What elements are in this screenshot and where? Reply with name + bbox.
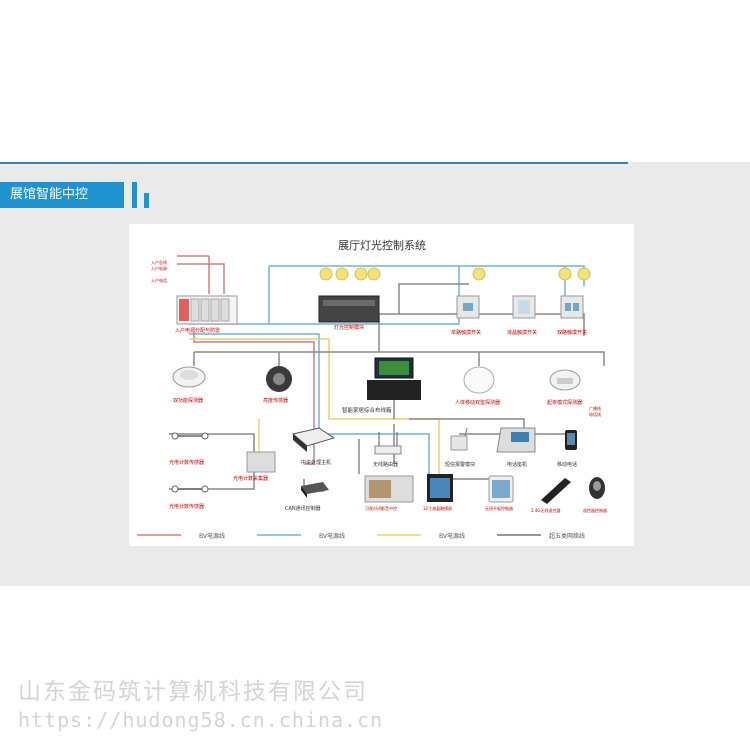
host-icon <box>291 427 336 452</box>
label-right-side-2: 电话线 <box>589 411 601 417</box>
url-watermark: https://hudong58.cn.china.cn <box>18 708 384 732</box>
key-fob-icon <box>589 477 605 499</box>
lighting-system-diagram: 展厅灯光控制系统 入户总 <box>129 224 634 546</box>
label-remote1: 2.4G无线遥控器 <box>531 507 560 513</box>
label-remote2: 遥控器控制器 <box>583 507 607 513</box>
beam-panel-icon <box>246 451 276 473</box>
label-central-box: 智能家居综合布线箱 <box>342 406 392 414</box>
label-switch-double: 双路触摸开关 <box>557 329 587 336</box>
label-brightness: 亮度传感器 <box>263 397 288 404</box>
remote-control-icon <box>541 478 571 504</box>
router-icon <box>374 432 402 455</box>
legend-label-2: BV电源线 <box>319 532 345 540</box>
smoke-detector-icon <box>172 366 206 388</box>
tab-accent-bar-small <box>144 193 149 208</box>
label-beam-1: 光电计数传感器 <box>169 459 204 466</box>
label-right-side-1: 广播线 <box>589 405 601 411</box>
legend-label-3: BV电源线 <box>439 532 465 540</box>
legend: BV电源线 BV电源线 BV电源线 超五类网络线 <box>137 532 585 540</box>
tab-accent-bar <box>132 182 137 208</box>
label-ipad: 无线平板控制器 <box>485 505 513 511</box>
label-switch-single: 单路触摸开关 <box>451 329 481 336</box>
label-pad12: 12寸液晶触摸屏 <box>423 505 452 511</box>
label-beam-2: 光电计数传感器 <box>169 503 204 510</box>
motion-detector-icon <box>463 366 495 394</box>
label-switch-lcd: 液晶触摸开关 <box>507 329 537 336</box>
central-box-icon <box>367 357 421 400</box>
label-curtain: 起夜模式探测器 <box>547 399 582 406</box>
phone-icon <box>496 427 536 453</box>
label-can: CAN通讯控制器 <box>285 505 321 512</box>
label-light-module: 灯光控制模块 <box>334 324 364 331</box>
diagram-title: 展厅灯光控制系统 <box>338 238 426 252</box>
power-panel-icon <box>176 295 238 325</box>
bulb-icons <box>319 267 591 281</box>
curtain-detector-icon <box>549 369 581 391</box>
company-watermark: 山东金码筑计算机科技有限公司 <box>18 679 368 705</box>
label-smoke: 双功能探测器 <box>173 397 203 404</box>
label-beam-panel: 光电计数采集器 <box>233 475 268 482</box>
visual-intercom-icon <box>364 475 414 503</box>
touch-switch-icons <box>456 295 584 319</box>
brightness-sensor-icon <box>266 366 292 392</box>
label-top-left-2: 入户电源 <box>151 265 167 271</box>
label-mobile: 移动电话 <box>557 461 577 468</box>
light-module-icon <box>318 295 380 323</box>
legend-label-4: 超五类网络线 <box>549 532 585 540</box>
touch-pad-icon <box>427 474 453 502</box>
section-tab[interactable]: 展馆智能中控 <box>0 182 124 208</box>
label-sms: 短信报警模块 <box>445 461 475 468</box>
label-top-left-1: 入户总线 <box>151 259 167 265</box>
beam-sensor-icon-2 <box>171 485 209 493</box>
label-router: 无线路由器 <box>373 461 398 468</box>
label-motion: 人体移动双鉴探测器 <box>455 399 500 406</box>
sms-module-icon <box>450 427 468 451</box>
section-divider <box>0 162 628 164</box>
red-power-lines <box>177 255 315 465</box>
legend-label-1: BV电源线 <box>199 532 225 540</box>
label-top-left-3: 入户电话 <box>151 277 167 283</box>
beam-sensor-icon-1 <box>171 432 209 440</box>
label-power-panel: 入户电源分配与防雷 <box>175 327 220 334</box>
label-visual: 可视对讲影音中控 <box>365 505 397 511</box>
mobile-icon <box>565 430 577 450</box>
label-phone: 电话座机 <box>507 461 527 468</box>
label-host: 中央处理主机 <box>301 459 331 466</box>
tablet-icon <box>488 475 514 503</box>
can-controller-icon <box>301 482 329 498</box>
